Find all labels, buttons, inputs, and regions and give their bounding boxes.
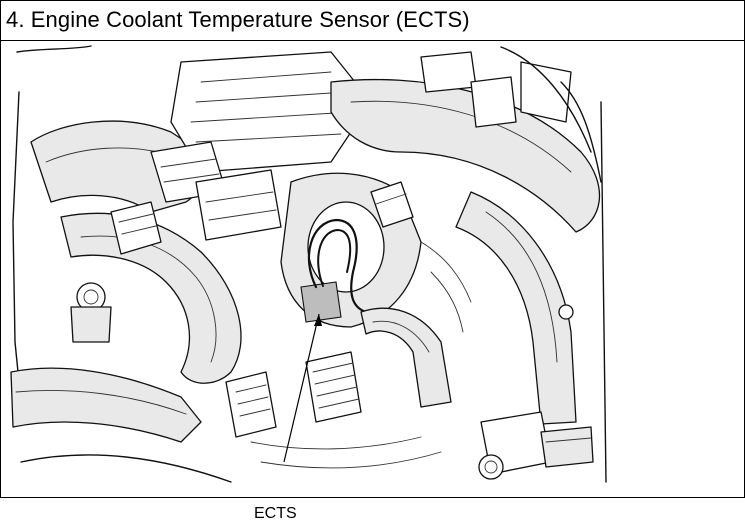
ects-leader-arrowhead [314,314,322,326]
ects-wire [307,218,368,314]
misc-hoses-bottom [250,436,442,469]
top-right-wiring [500,46,602,183]
housing-port [307,201,385,293]
connector-top-detail [160,158,220,183]
harness-clip [305,351,362,423]
misc-lines-mid [420,241,472,333]
ects-leader-line [283,313,320,463]
ects-callout-label: ECTS [252,505,299,523]
lower-coolant-pipe-2 [372,320,430,353]
lower-coolant-pipe [360,307,452,408]
lower-right-pipe-2 [545,437,592,443]
fitting-right [370,181,414,228]
lower-right-pipe [540,426,594,468]
right-hose [455,191,577,425]
ects-sensor-body [300,281,342,323]
right-hose-highlight [485,211,558,363]
lower-left-pipe-2 [15,389,187,415]
fitting-right-detail [375,193,407,205]
connector-block [195,169,282,241]
connector-top-right-2 [470,76,517,128]
radiator-hose-left [60,212,242,384]
harness-connector-slots [235,384,271,417]
ects-wire-2 [317,229,352,287]
bolt-left-shaft [70,306,112,343]
right-bolt [558,304,574,320]
lower-left-pipe [10,367,202,443]
connector-block-detail [205,191,277,221]
top-cover-ribs [190,71,352,143]
harness-connector [225,371,277,438]
left-frame-edge [16,45,92,53]
harness-clip-ribs [312,362,360,409]
lower-right-bolt-inner [484,460,498,474]
engine-bay-illustration: ECTS [1,42,744,523]
right-frame-edge [600,101,607,483]
bolt-left-inner [83,289,99,305]
engine-line-drawing [1,42,744,497]
hose-clamp-left-band [118,213,157,235]
lower-right-bolt [478,454,504,480]
upper-radiator-hose-highlight [350,100,572,173]
bottom-left-line [20,454,232,483]
connector-top-right-1 [420,51,477,93]
connector-top-right-3 [520,61,572,123]
top-cover [170,51,372,173]
section-title: 4. Engine Coolant Temperature Sensor (EC… [6,7,470,32]
section-header: 4. Engine Coolant Temperature Sensor (EC… [1,1,744,41]
